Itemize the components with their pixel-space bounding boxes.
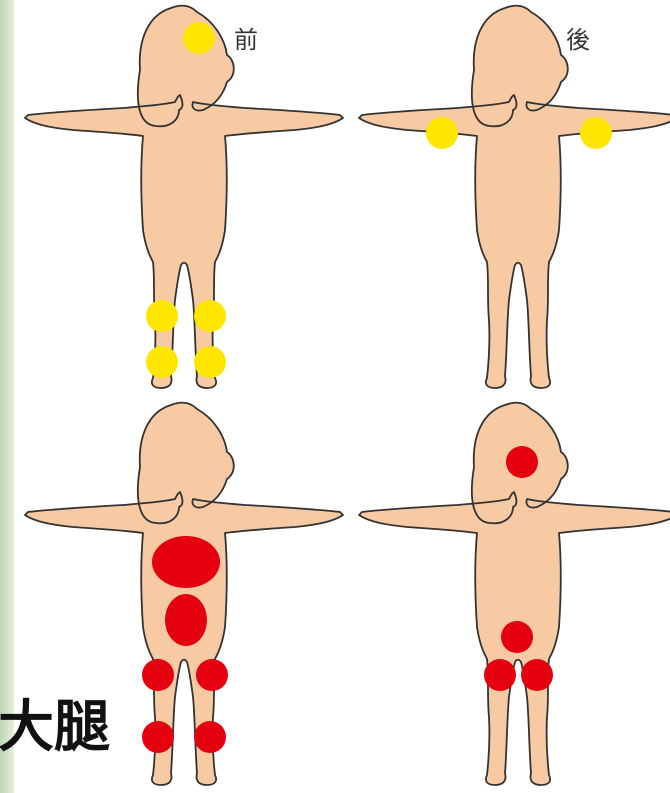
caption-text: 大腿: [0, 700, 110, 756]
marker-right-shoulder: [580, 117, 612, 149]
marker-right-knee: [194, 300, 226, 332]
marker-left-knee: [146, 300, 178, 332]
marker-chest: [152, 536, 220, 588]
marker-right-shin: [194, 721, 226, 753]
marker-left-shoulder: [426, 117, 458, 149]
marker-left-shin: [146, 346, 178, 378]
label-back: 後: [566, 28, 590, 52]
marker-abdomen: [165, 594, 207, 646]
marker-back-of-head: [506, 446, 538, 478]
marker-left-thigh: [142, 659, 174, 691]
label-front: 前: [234, 28, 258, 52]
marker-left-back-thigh: [484, 659, 516, 691]
figure-front-top: [25, 6, 343, 388]
marker-head: [183, 22, 215, 54]
marker-buttocks: [501, 621, 533, 653]
body-silhouette: [359, 6, 670, 388]
marker-right-shin: [194, 346, 226, 378]
marker-left-shin: [142, 721, 174, 753]
figure-back-bottom: [359, 403, 670, 785]
marker-right-thigh: [196, 659, 228, 691]
body-silhouette: [25, 6, 343, 388]
marker-right-back-thigh: [521, 659, 553, 691]
figure-back-top: [359, 6, 670, 388]
